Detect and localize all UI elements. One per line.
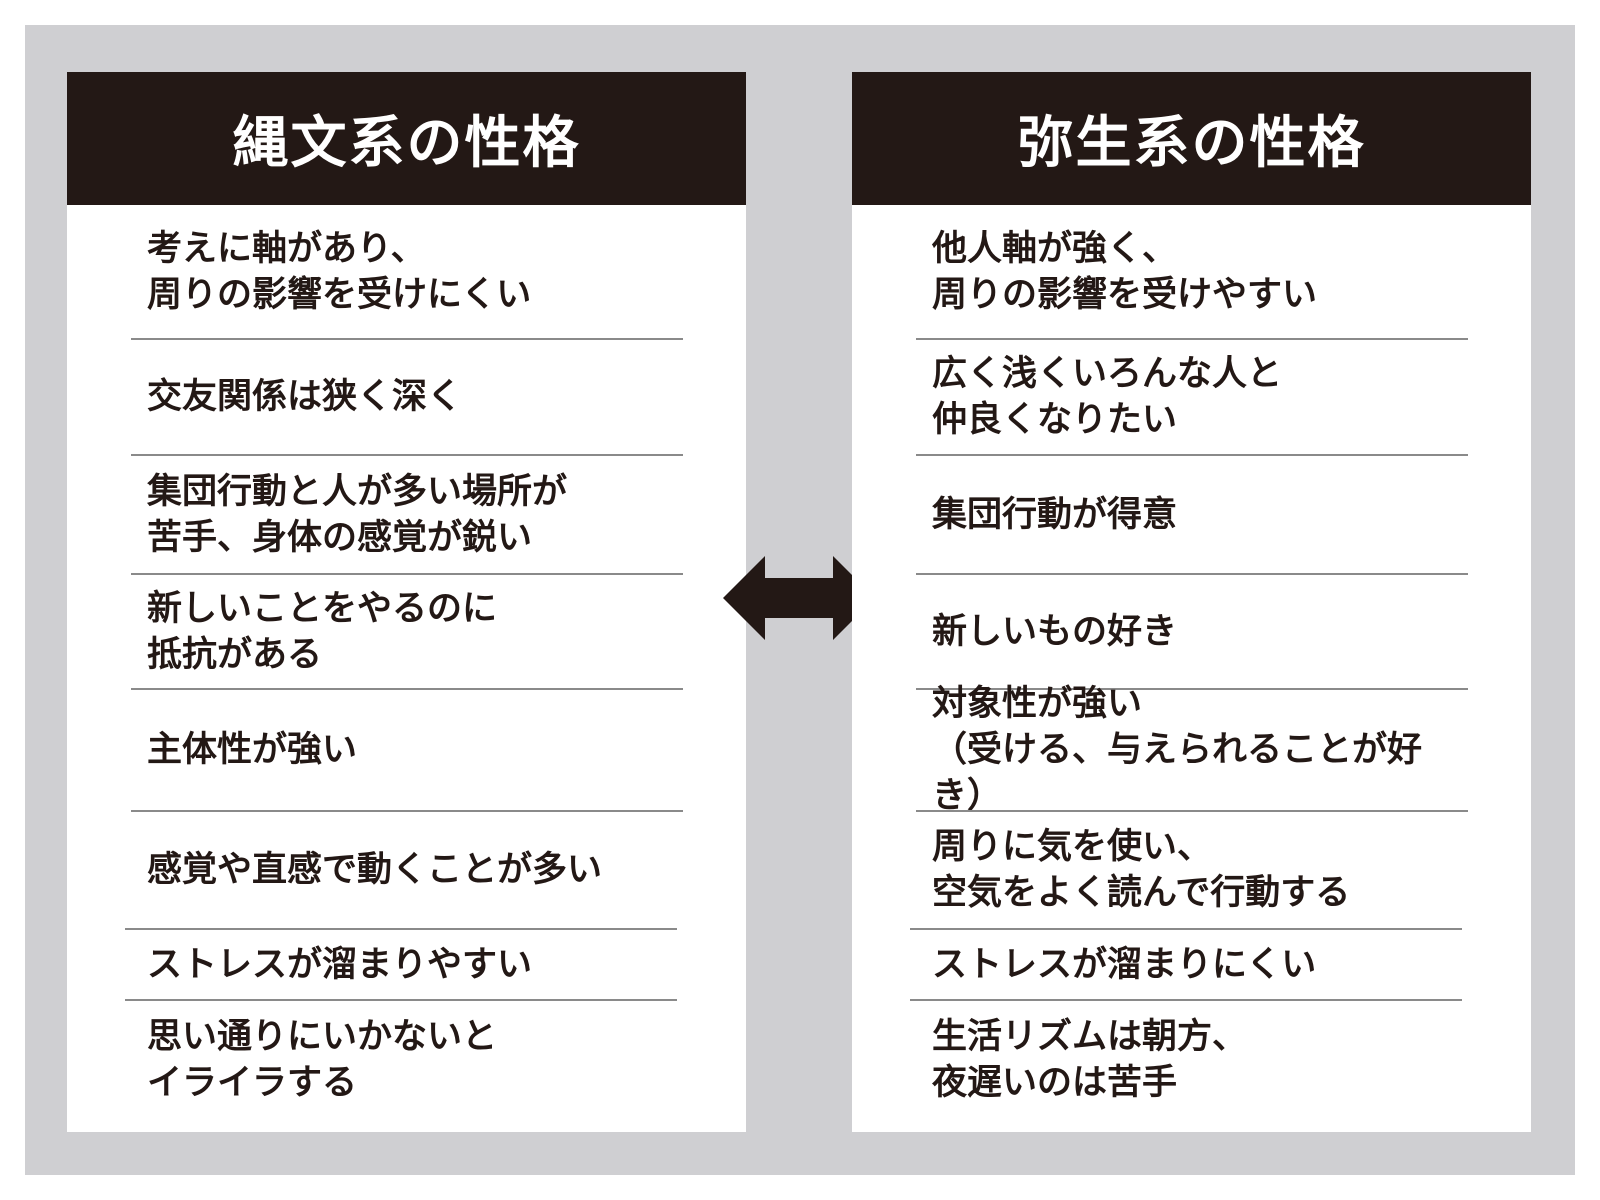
list-item: 主体性が強い: [131, 690, 683, 810]
list-item: 新しいもの好き: [916, 575, 1468, 688]
list-item: 他人軸が強く、 周りの影響を受けやすい: [916, 205, 1468, 339]
yayoi-title: 弥生系の性格: [1017, 111, 1366, 176]
divider: [916, 573, 1468, 575]
list-item: 広く浅くいろんな人と 仲良くなりたい: [916, 340, 1468, 454]
item-text: 交友関係は狭く深く: [147, 377, 463, 417]
divider: [910, 928, 1462, 930]
item-text: ストレスが溜まりにくい: [932, 944, 1317, 985]
item-text: ストレスが溜まりやすい: [147, 944, 533, 985]
item-text: 集団行動と人が多い場所が 苦手、身体の感覚が鋭い: [147, 471, 568, 558]
divider: [916, 688, 1468, 690]
divider: [125, 999, 677, 1001]
divider: [916, 338, 1468, 340]
list-item: 思い通りにいかないと イライラする: [131, 1001, 683, 1119]
list-item: 周りに気を使い、 空気をよく読んで行動する: [916, 812, 1468, 928]
double-arrow-icon: [723, 556, 875, 640]
divider: [916, 810, 1468, 812]
list-item: 交友関係は狭く深く: [131, 340, 683, 454]
divider: [125, 928, 677, 930]
item-text: 新しいことをやるのに 抵抗がある: [147, 588, 498, 675]
divider: [131, 810, 683, 812]
item-text: 広く浅くいろんな人と 仲良くなりたい: [932, 354, 1283, 440]
jomon-panel: 縄文系の性格 考えに軸があり、 周りの影響を受けにくい 交友関係は狭く深く 集団…: [67, 72, 746, 1132]
list-item: 生活リズムは朝方、 夜遅いのは苦手: [916, 1001, 1468, 1119]
item-text: 他人軸が強く、 周りの影響を受けやすい: [932, 229, 1318, 315]
divider: [910, 999, 1462, 1001]
divider: [131, 688, 683, 690]
list-item: 集団行動と人が多い場所が 苦手、身体の感覚が鋭い: [131, 456, 683, 573]
item-text: 思い通りにいかないと イライラする: [147, 1017, 498, 1103]
item-text: 新しいもの好き: [932, 611, 1178, 652]
item-text: 考えに軸があり、 周りの影響を受けにくい: [147, 229, 532, 315]
list-item: 考えに軸があり、 周りの影響を受けにくい: [131, 205, 683, 339]
divider: [131, 573, 683, 575]
item-text: 感覚や直感で動くことが多い: [147, 850, 603, 890]
divider: [916, 454, 1468, 456]
divider: [131, 454, 683, 456]
list-item: 対象性が強い （受ける、与えられることが好き）: [916, 684, 1468, 816]
yayoi-header: 弥生系の性格: [852, 72, 1531, 205]
list-item: ストレスが溜まりにくい: [916, 930, 1468, 999]
item-text: 主体性が強い: [147, 730, 358, 770]
item-text: 周りに気を使い、 空気をよく読んで行動する: [932, 827, 1351, 913]
jomon-title: 縄文系の性格: [232, 111, 581, 176]
list-item: 新しいことをやるのに 抵抗がある: [131, 575, 683, 688]
jomon-header: 縄文系の性格: [67, 72, 746, 205]
item-text: 生活リズムは朝方、 夜遅いのは苦手: [932, 1017, 1248, 1103]
item-text: 対象性が強い （受ける、与えられることが好き）: [932, 684, 1423, 816]
item-text: 集団行動が得意: [932, 494, 1178, 535]
list-item: 感覚や直感で動くことが多い: [131, 812, 683, 928]
yayoi-panel: 弥生系の性格 他人軸が強く、 周りの影響を受けやすい 広く浅くいろんな人と 仲良…: [852, 72, 1531, 1132]
list-item: 集団行動が得意: [916, 456, 1468, 573]
divider: [131, 338, 683, 340]
list-item: ストレスが溜まりやすい: [131, 930, 683, 999]
